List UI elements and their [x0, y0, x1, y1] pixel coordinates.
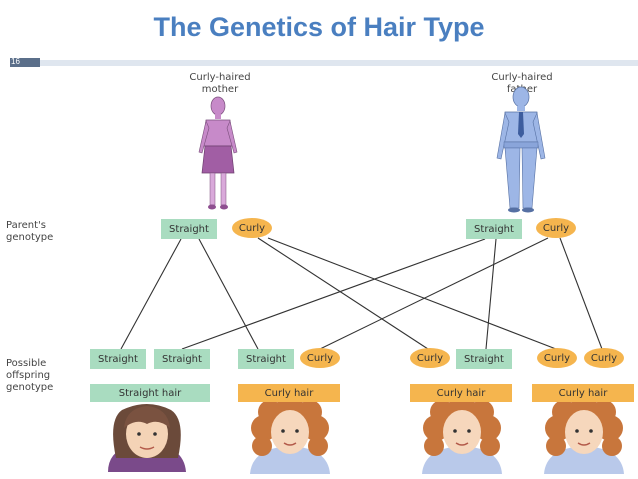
offspring-2-allele-a: Straight [238, 349, 294, 369]
offspring-2-allele-b: Curly [300, 348, 340, 368]
offspring-1-allele-a: Straight [90, 349, 146, 369]
child-curly-hair-face-icon-3 [544, 392, 624, 474]
offspring-3-phenotype: Curly hair [410, 384, 512, 402]
offspring-4-allele-b: Curly [584, 348, 624, 368]
mother-allele-straight: Straight [161, 219, 217, 239]
line-mother-curly-to-offspring-4 [267, 237, 557, 350]
offspring-1-phenotype: Straight hair [90, 384, 210, 402]
offspring-genotype-row-label: Possible offspring genotype [6, 358, 54, 393]
slide-number: 16 [11, 57, 20, 66]
offspring-2-phenotype: Curly hair [238, 384, 340, 402]
line-father-straight-to-offspring-3 [485, 238, 497, 350]
mother-label: Curly-haired mother [189, 72, 251, 95]
line-mother-straight-to-offspring-1 [120, 238, 182, 350]
line-mother-straight-to-offspring-2 [198, 238, 259, 350]
line-father-curly-to-offspring-4 [559, 237, 603, 350]
title-divider [40, 60, 638, 66]
line-mother-curly-to-offspring-3 [257, 237, 429, 350]
child-curly-hair-face-icon-1 [250, 392, 330, 474]
offspring-4-allele-a: Curly [537, 348, 577, 368]
offspring-3-allele-a: Curly [410, 348, 450, 368]
child-curly-hair-face-icon-2 [422, 392, 502, 474]
child-straight-hair-face-icon [108, 404, 186, 472]
father-allele-straight: Straight [466, 219, 522, 239]
mother-allele-curly: Curly [232, 218, 272, 238]
father-figure-icon [496, 86, 546, 213]
slide-title: The Genetics of Hair Type [153, 12, 485, 42]
mother-figure-icon [198, 96, 238, 210]
line-father-curly-to-offspring-2 [319, 237, 549, 350]
father-allele-curly: Curly [536, 218, 576, 238]
offspring-4-phenotype: Curly hair [532, 384, 634, 402]
line-father-straight-to-offspring-1 [181, 238, 486, 350]
offspring-3-allele-b: Straight [456, 349, 512, 369]
slide-number-badge [10, 58, 40, 67]
parent-genotype-row-label: Parent's genotype [6, 220, 54, 243]
inheritance-lines [120, 237, 603, 350]
offspring-1-allele-b: Straight [154, 349, 210, 369]
